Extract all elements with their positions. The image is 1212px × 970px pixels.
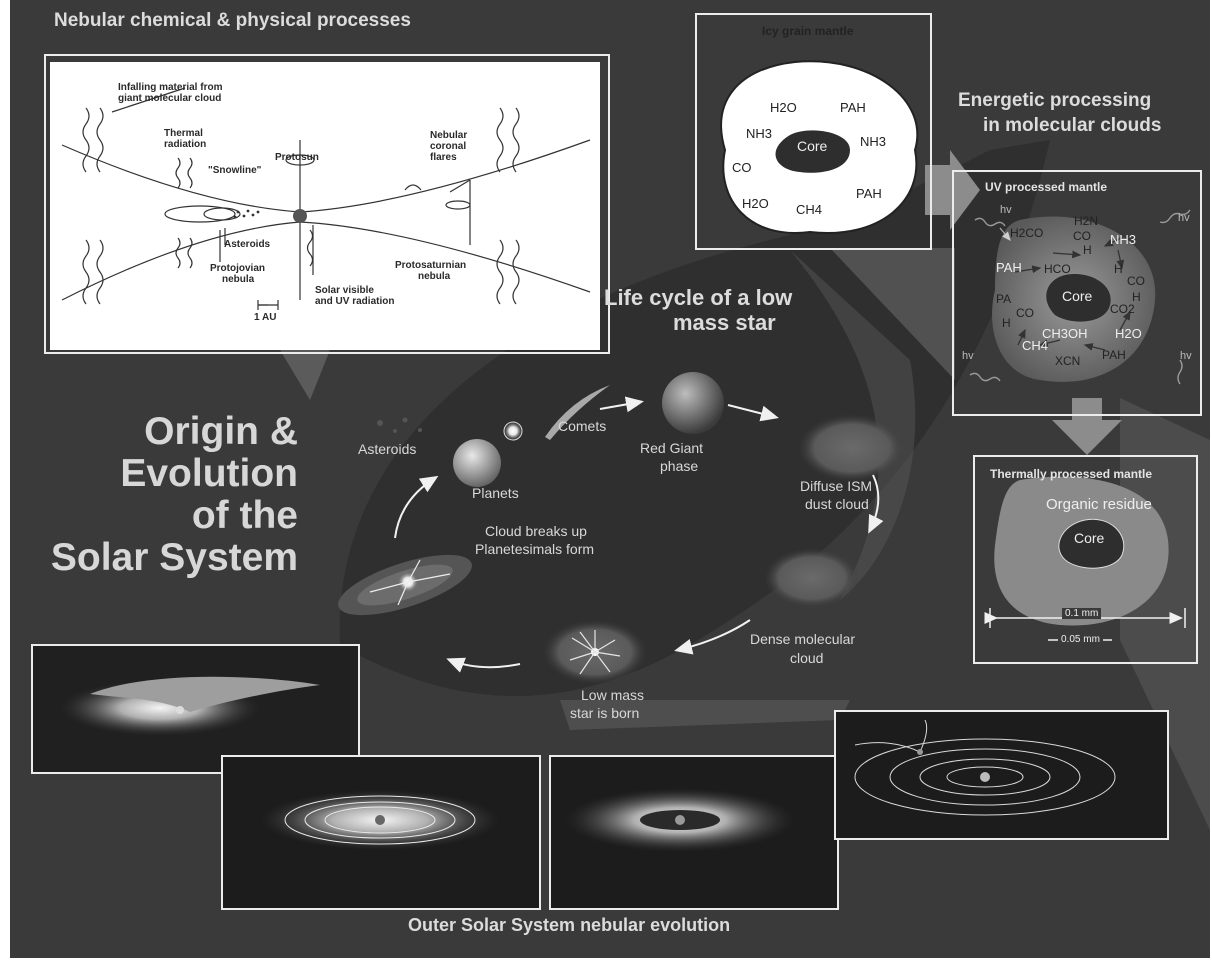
protosun-label: Protosun [275, 152, 319, 163]
star-born-label-1: Low mass [581, 687, 645, 703]
uv-h-d: H [1002, 316, 1011, 330]
asteroids-nebular-label: Asteroids [224, 239, 271, 250]
uv-nh3: NH3 [1110, 232, 1137, 247]
solar-radiation-label-2: and UV radiation [315, 296, 395, 307]
thermal-panel [973, 455, 1198, 664]
uv-h-b: H [1114, 262, 1123, 276]
main-title-line1: Origin & [144, 410, 298, 453]
cloud-breaks-label-1: Cloud breaks up [485, 523, 587, 539]
infalling-label-2: giant molecular cloud [118, 93, 222, 104]
thermal-title: Thermally processed mantle [990, 467, 1153, 481]
main-title-line3: of the [191, 494, 298, 537]
comets-label: Comets [558, 418, 607, 434]
scale-1au-label: 1 AU [254, 312, 277, 323]
icy-pah-b: PAH [856, 186, 882, 201]
uv-pa: PA [996, 292, 1012, 306]
uv-co2: CO2 [1110, 302, 1135, 316]
nebular-panel [44, 54, 610, 354]
icy-nh3-a: NH3 [746, 126, 773, 141]
infalling-label-1: Infalling material from [118, 82, 223, 93]
protojovian-label-1: Protojovian [210, 263, 266, 274]
energetic-heading-line2: in molecular clouds [983, 115, 1162, 136]
uv-hv-top-right: hv [1178, 212, 1190, 224]
uv-h-a: H [1083, 243, 1092, 257]
icy-nh3-b: NH3 [860, 134, 887, 149]
icy-pah-a: PAH [840, 100, 866, 115]
icy-co: CO [732, 160, 752, 175]
uv-title: UV processed mantle [985, 180, 1108, 194]
uv-co-c: CO [1016, 306, 1034, 320]
dense-cloud-label-1: Dense molecular [750, 631, 856, 647]
uv-h2o: H2O [1115, 326, 1142, 341]
main-title-line2: Evolution [120, 452, 298, 495]
scale-0-1mm-label: 0.1 mm [1062, 608, 1102, 619]
icy-core-label: Core [797, 138, 828, 154]
uv-h-c: H [1132, 290, 1141, 304]
thermal-radiation-label-2: radiation [164, 139, 207, 150]
asteroids-label: Asteroids [358, 441, 417, 457]
protosaturnian-label-2: nebula [418, 271, 451, 282]
uv-co-b: CO [1127, 274, 1145, 288]
uv-ch3oh: CH3OH [1042, 326, 1088, 341]
poster: Nebular chemical & physical processes En… [10, 0, 1210, 958]
dense-cloud-label-2: cloud [790, 650, 824, 666]
uv-ch4: CH4 [1022, 338, 1049, 353]
thermal-radiation-label-1: Thermal [164, 128, 203, 139]
planets-label: Planets [472, 485, 519, 501]
energetic-heading-line1: Energetic processing [958, 90, 1152, 111]
uv-xcn: XCN [1055, 354, 1081, 368]
diffuse-ism-label-1: Diffuse ISM [800, 478, 873, 494]
icy-grain-panel [695, 13, 932, 250]
uv-h2n: H2N [1074, 214, 1099, 228]
uv-hv-bottom-left: hv [962, 350, 974, 362]
organic-residue-label: Organic residue [1046, 496, 1152, 513]
poster-artwork [31, 60, 1210, 910]
main-title-line4: Solar System [50, 536, 298, 579]
icy-grain-title: Icy grain mantle [762, 24, 854, 38]
outer-solar-system-caption: Outer Solar System nebular evolution [408, 915, 731, 935]
coronal-label-1: Nebular [430, 130, 468, 141]
lifecycle-heading-line2: mass star [673, 310, 776, 335]
star-born-label-2: star is born [570, 705, 640, 721]
cloud-breaks-label-2: Planetesimals form [475, 541, 595, 557]
uv-panel [952, 170, 1202, 416]
red-giant-label-2: phase [660, 458, 699, 474]
uv-hv-top-left: hv [1000, 204, 1012, 216]
scale-0-05mm-label: 0.05 mm [1058, 634, 1103, 645]
coronal-label-2: coronal [430, 141, 467, 152]
protosaturnian-label-1: Protosaturnian [395, 260, 467, 271]
lifecycle-heading-line1: Life cycle of a low [604, 285, 793, 310]
uv-core-label: Core [1062, 288, 1093, 304]
nebular-heading: Nebular chemical & physical processes [54, 10, 411, 31]
uv-hv-bottom-right: hv [1180, 350, 1192, 362]
diffuse-ism-label-2: dust cloud [805, 496, 869, 512]
icy-ch4: CH4 [796, 202, 823, 217]
red-giant-label-1: Red Giant [640, 440, 704, 456]
uv-pah-a: PAH [996, 260, 1022, 275]
snowline-label: "Snowline" [208, 165, 262, 176]
uv-pah-b: PAH [1102, 348, 1126, 362]
uv-co-a: CO [1073, 229, 1091, 243]
uv-hco: HCO [1044, 262, 1071, 276]
thermal-core-label: Core [1074, 530, 1105, 546]
icy-h2o-a: H2O [770, 100, 797, 115]
solar-radiation-label-1: Solar visible [315, 285, 374, 296]
coronal-label-3: flares [430, 152, 457, 163]
uv-h2co: H2CO [1010, 226, 1044, 240]
icy-h2o-b: H2O [742, 196, 769, 211]
protojovian-label-2: nebula [222, 274, 255, 285]
